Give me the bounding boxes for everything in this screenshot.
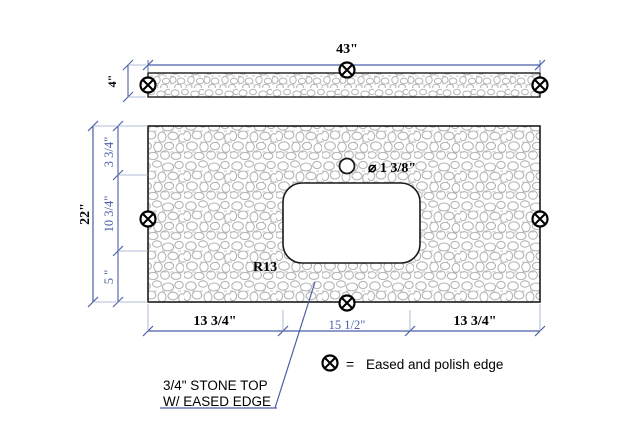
callout-leader-line [160,281,316,409]
elevation-thickness-label: 4" [105,75,119,88]
eased-edge-markers [139,61,549,372]
plan-overall-height-label: 22" [78,203,93,225]
plan-width-label-center: 15 1/2" [329,318,366,332]
elevation-view [122,59,546,103]
callout-line-2: W/ EASED EDGE [163,394,271,409]
edge-marker-plan-bottom [338,294,356,312]
faucet-hole-label: ⌀ 1 3/8" [368,161,416,176]
plan-width-label-right: 13 3/4" [453,314,496,329]
edge-marker-elevation-left [139,76,157,94]
edge-marker-plan-right [531,210,549,228]
edge-marker-elevation-top [338,61,356,79]
plan-width-label-left: 13 3/4" [193,314,236,329]
plan-segment-label-bottom: 5 " [102,270,116,284]
cutout-radius-label: R13 [253,260,277,275]
plan-segment-label-middle: 10 3/4" [102,196,116,233]
plan-segment-label-top: 3 3/4" [102,137,116,167]
edge-marker-plan-left [139,210,157,228]
plan-vertical-dimensions [87,120,148,308]
elevation-width-label: 43" [336,42,358,57]
edge-marker-elevation-right [531,76,549,94]
plan-horizontal-dimensions [142,304,546,337]
elevation-thickness-dimension [122,59,146,103]
legend-label: Eased and polish edge [366,357,503,372]
plan-view [87,120,546,409]
callout-line-1: 3/4" STONE TOP [163,378,268,393]
edge-marker-legend [321,354,339,372]
sink-cutout [282,182,421,264]
legend-equals-sign: = [346,356,354,372]
faucet-hole [338,157,356,175]
